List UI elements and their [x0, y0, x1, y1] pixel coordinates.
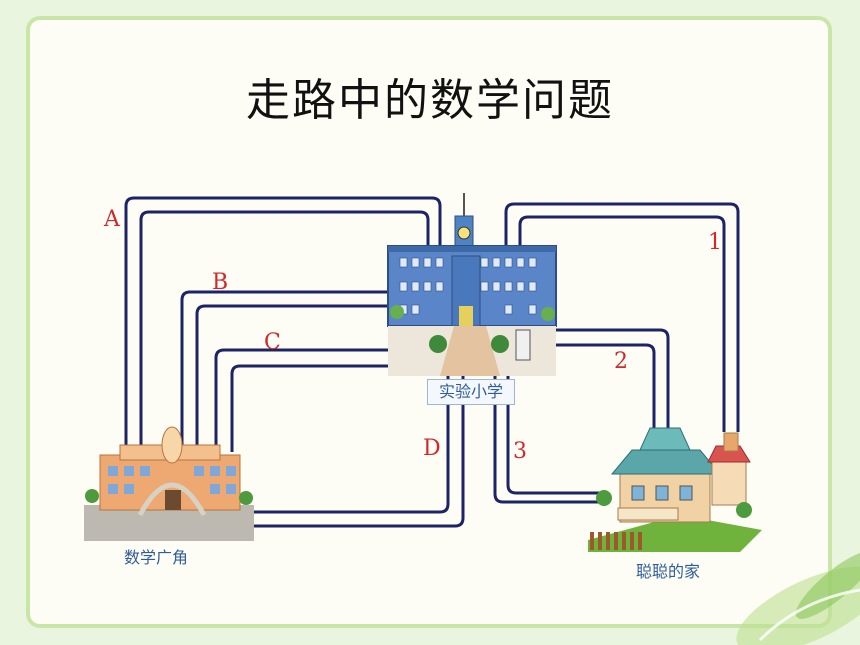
- route-2-path: [555, 328, 670, 432]
- school-building: [387, 193, 557, 376]
- plaza-building: [84, 426, 254, 541]
- route-d-path: [253, 376, 450, 514]
- route-c-path-inner: [230, 364, 388, 452]
- route-label-3: 3: [513, 439, 527, 464]
- plaza-label: 数学广角: [124, 548, 189, 567]
- route-label-2: 2: [614, 349, 628, 374]
- route-a-path-inner: [139, 210, 430, 448]
- route-a-path: [124, 196, 442, 448]
- slide-title: 走路中的数学问题: [246, 75, 614, 126]
- leaf-decoration: [736, 551, 860, 645]
- route-1-path-inner: [518, 215, 726, 432]
- route-c-path: [214, 348, 388, 452]
- route-label-c: C: [264, 330, 281, 355]
- route-label-1: 1: [708, 230, 722, 255]
- home-label: 聪聪的家: [636, 562, 701, 581]
- route-3-path-inner: [506, 376, 600, 495]
- route-label-d: D: [423, 436, 441, 461]
- school-label: 实验小学: [427, 379, 515, 405]
- route-label-a: A: [104, 207, 120, 232]
- route-b-path-inner: [195, 304, 388, 452]
- route-1-path: [504, 202, 740, 432]
- route-label-b: B: [212, 270, 229, 295]
- route-3-path: [493, 376, 600, 504]
- route-b-path: [180, 290, 388, 452]
- route-2-path-inner: [555, 343, 656, 432]
- route-d-path-inner: [253, 376, 465, 528]
- home-building: [588, 427, 762, 552]
